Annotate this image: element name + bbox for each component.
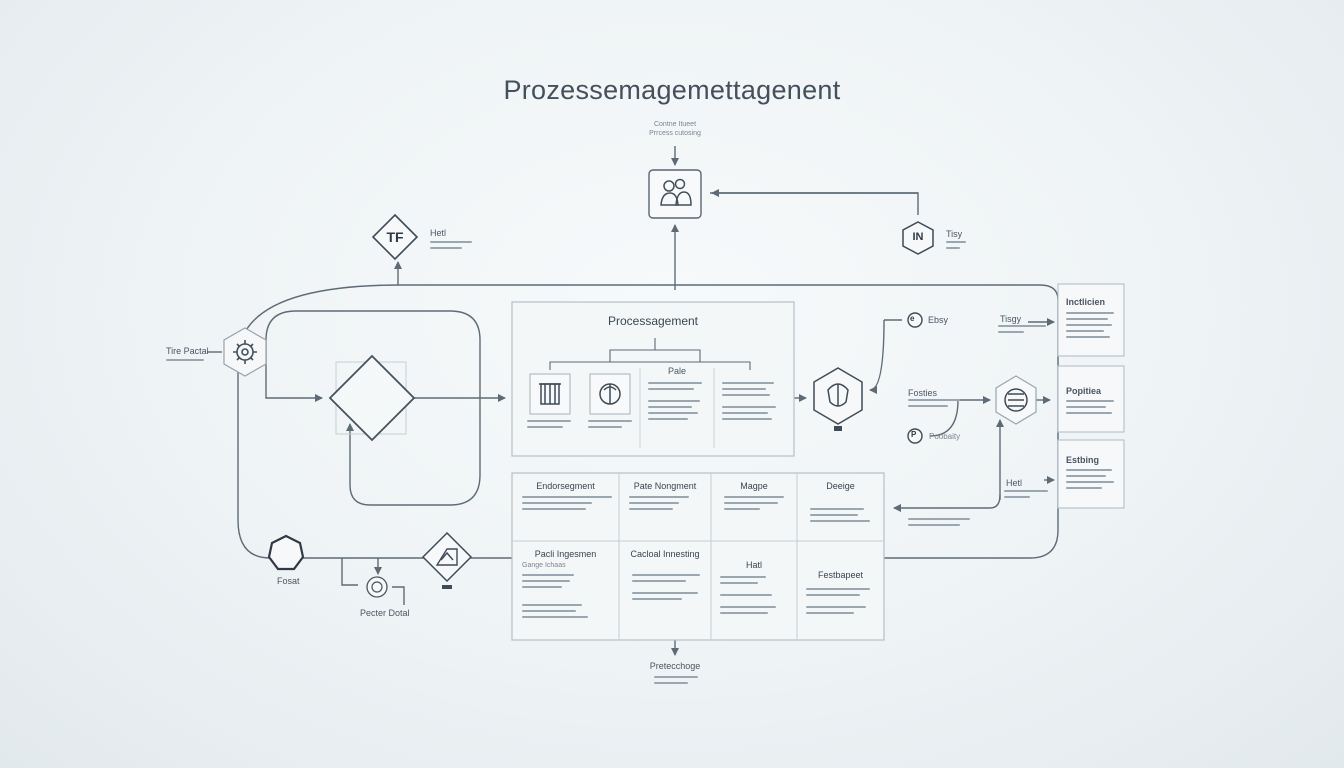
grid-r2c1-sub: Gange Ichaas [522, 562, 566, 569]
process-col3-label: Pale [667, 366, 686, 376]
grid-r1c1: Endorsegment [536, 481, 595, 491]
e-label: Ebsy [928, 315, 949, 325]
document-stack-icon [1004, 388, 1028, 412]
right-card-3 [1057, 439, 1125, 509]
coin-node [366, 576, 388, 598]
gear-icon [233, 340, 257, 364]
right-card-3-title: Estbing [1066, 455, 1099, 465]
e-icon-glyph: e [910, 314, 915, 323]
connectors [207, 146, 1059, 656]
brain-icon [599, 383, 621, 405]
in-icon: IN [912, 231, 924, 243]
grid-r2c1: Pacli Ingesmen [534, 549, 597, 559]
top-node-label: Contne Itueet [653, 121, 697, 128]
decision-diamond [328, 354, 416, 442]
tisy-label: Tisgy [1000, 314, 1022, 324]
tf-node-label: Hetl [430, 228, 447, 238]
building-icon [539, 383, 561, 405]
left-hex [223, 327, 267, 377]
grid-r2c4: Festbapeet [817, 570, 864, 580]
bottom-left-label: Fosat [277, 576, 300, 586]
right-card-2 [1057, 365, 1125, 433]
process-box-title: Processagement [607, 314, 699, 328]
p-icon [907, 428, 923, 444]
grid-r2c2: Cacloal Innesting [630, 549, 700, 559]
bottom-mid-diamond [421, 531, 473, 583]
bottom-mid-label: Pecter Dotal [360, 608, 410, 618]
in-node-shape [902, 221, 934, 255]
grid-r1c3: Magpe [740, 481, 768, 491]
page-title: Prozessemagemettagenent [503, 75, 841, 105]
p-label: Poobaity [929, 432, 961, 441]
grid-r2c3: Hatl [745, 560, 762, 570]
grid-r1c2: Pate Nongment [633, 481, 697, 491]
tf-node-shape [371, 213, 419, 261]
in-node-label: Tisy [946, 229, 963, 239]
grid-r1c4: Deeige [826, 481, 855, 491]
bottom-left-heptagon [267, 534, 305, 571]
inner-loop-return [346, 423, 400, 506]
e-icon [907, 312, 923, 328]
left-node-label: Tire Pactal [166, 346, 209, 356]
grid-bottom-label: Pretecchoge [649, 661, 701, 671]
p-icon-glyph: P [911, 430, 917, 439]
people-icon [660, 178, 692, 206]
top-to-in [710, 192, 919, 215]
right-card-1 [1057, 283, 1125, 357]
tf-icon: TF [386, 229, 404, 245]
fosties-label: Fosties [908, 388, 938, 398]
right-card-2-title: Popitiea [1066, 386, 1102, 396]
shield-icon [827, 383, 849, 407]
hetl-label: Hetl [1006, 478, 1023, 488]
bottom-mid-base [442, 585, 452, 589]
top-node-sub: Prrcess cutosing [649, 130, 701, 137]
chart-icon [435, 548, 458, 566]
right-card-1-title: Inctlicien [1066, 297, 1106, 307]
top-node-box [648, 169, 702, 219]
inner-loop [265, 310, 481, 506]
